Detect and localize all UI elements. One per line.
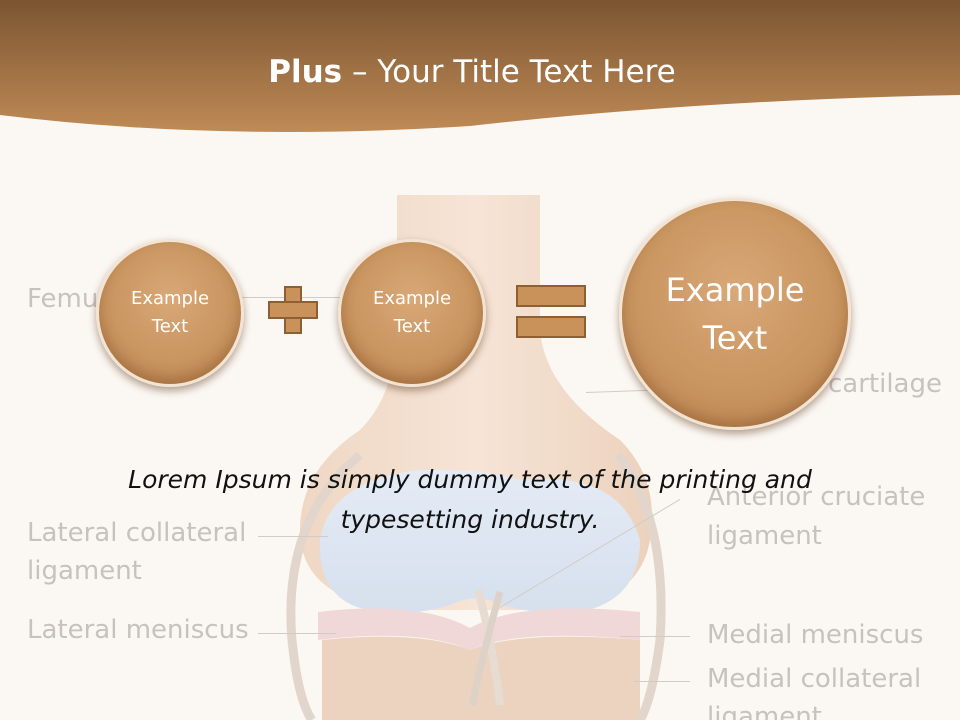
circle-result-text: Example Text — [665, 271, 805, 357]
circle-middle-text: Example Text — [372, 288, 452, 337]
equals-icon-top — [516, 285, 586, 307]
callout-line-lateral-meniscus — [258, 633, 336, 634]
circle-left-text: Example Text — [130, 288, 210, 337]
bg-label-medial-meniscus: Medial meniscus — [707, 620, 924, 650]
circle-result[interactable]: Example Text — [619, 198, 851, 430]
bg-label-lateral-collateral: Lateral collateral — [27, 518, 247, 548]
bg-label-cartilage: cartilage — [828, 369, 942, 399]
circle-middle[interactable]: Example Text — [338, 239, 486, 387]
bg-label-anterior-cruciate-2: ligament — [707, 521, 822, 551]
bg-label-lateral-collateral-2: ligament — [27, 556, 142, 586]
bg-label-lateral-meniscus: Lateral meniscus — [27, 615, 249, 645]
bg-label-medial-collateral: Medial collateral — [707, 664, 922, 694]
equals-icon-bottom — [516, 316, 586, 338]
callout-line-medial-meniscus — [620, 636, 690, 637]
header-banner — [0, 0, 960, 132]
title-bold: Plus — [268, 54, 343, 90]
callout-line-lateral-collateral — [258, 536, 328, 537]
title-rest: – Your Title Text Here — [342, 54, 676, 90]
bg-label-medial-collateral-2: ligament — [707, 702, 822, 720]
callout-line-medial-collateral — [634, 681, 690, 682]
slide-title: Plus – Your Title Text Here — [0, 54, 944, 90]
body-text: Lorem Ipsum is simply dummy text of the … — [128, 465, 812, 534]
bg-label-anterior-cruciate: Anterior cruciate — [707, 482, 926, 512]
bg-label-femur: Femu — [27, 284, 99, 314]
circle-left[interactable]: Example Text — [96, 239, 244, 387]
plus-icon-center — [286, 303, 300, 317]
